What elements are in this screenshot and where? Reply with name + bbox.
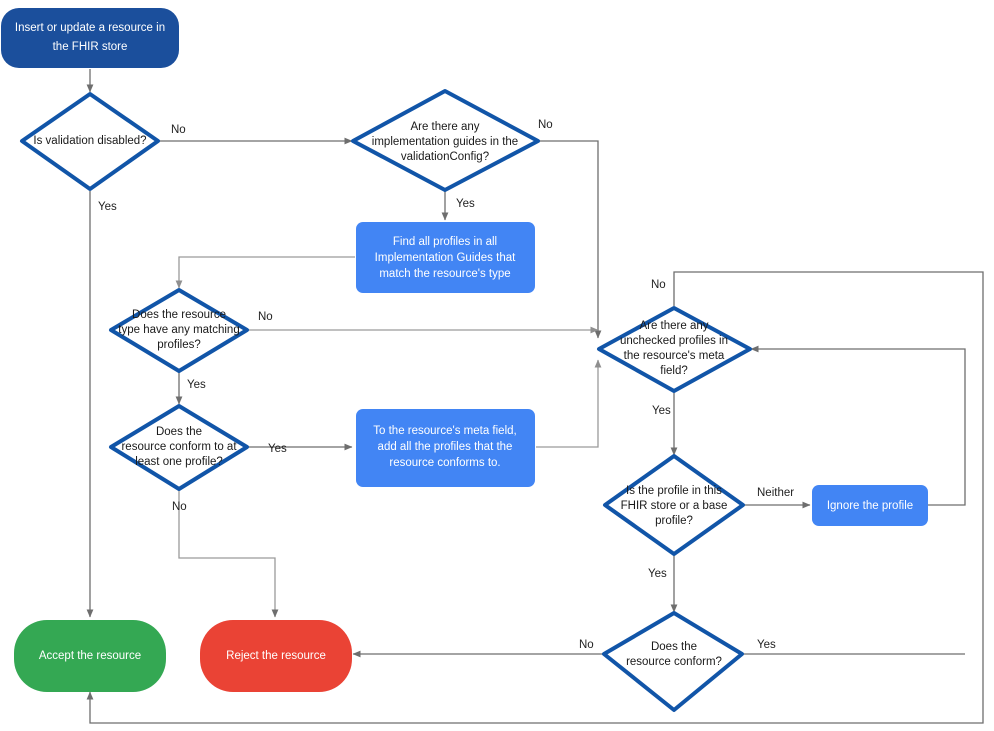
- edge-label-ig-yes: Yes: [456, 198, 475, 210]
- matching-profiles-label-line-1: Does the resource: [132, 309, 226, 321]
- accept-label: Accept the resource: [39, 650, 141, 662]
- conform-one-profile-label-line-2: resource conform to at: [121, 441, 237, 453]
- edge-label-conform-yes: Yes: [757, 639, 776, 651]
- node-find-profiles[interactable]: Find all profiles in all Implementation …: [356, 222, 535, 293]
- matching-profiles-label-line-2: type have any matching: [118, 324, 239, 336]
- accept-shape: [14, 620, 166, 692]
- unchecked-profiles-label-line-2: unchecked profiles in: [620, 335, 728, 347]
- matching-profiles-shape: [109, 288, 249, 373]
- node-matching-profiles[interactable]: Does the resource type have any matching…: [109, 288, 249, 373]
- node-conform-one-profile[interactable]: Does the resource conform to at least on…: [109, 404, 249, 491]
- matching-profiles-label-line-3: profiles?: [157, 339, 200, 351]
- node-implementation-guides[interactable]: Are there any implementation guides in t…: [351, 89, 540, 192]
- resource-conform-shape: [602, 611, 744, 712]
- unchecked-profiles-shape: [597, 306, 752, 393]
- profile-in-store-label-line-1: Is the profile in this: [626, 485, 722, 497]
- edge-label-validation-no: No: [171, 124, 186, 136]
- profile-in-store-label-line-3: profile?: [655, 515, 693, 527]
- profile-in-store-shape: [603, 454, 745, 556]
- node-start[interactable]: Insert or update a resource in the FHIR …: [1, 8, 179, 68]
- add-profiles-meta-label-line-1: To the resource's meta field,: [373, 425, 516, 437]
- edge-label-validation-yes: Yes: [98, 201, 117, 213]
- add-profiles-meta-label-line-3: resource conforms to.: [389, 457, 500, 469]
- find-profiles-label-line-2: Implementation Guides that: [375, 252, 516, 264]
- find-profiles-shape: [356, 222, 535, 293]
- start-label-line-1: Insert or update a resource in: [15, 22, 165, 34]
- node-ignore-profile[interactable]: Ignore the profile: [812, 485, 928, 526]
- node-unchecked-profiles[interactable]: Are there any unchecked profiles in the …: [597, 306, 752, 393]
- edge-label-conform-no: No: [579, 639, 594, 651]
- implementation-guides-shape: [351, 89, 540, 192]
- resource-conform-label-line-1: Does the: [651, 641, 697, 653]
- implementation-guides-label-line-2: implementation guides in the: [372, 136, 518, 148]
- resource-conform-label-line-2: resource conform?: [626, 656, 722, 668]
- edge-label-unchecked-yes: Yes: [652, 405, 671, 417]
- connector-conform-one-no: [178, 490, 279, 618]
- unchecked-profiles-label-line-4: field?: [660, 365, 688, 377]
- edge-label-ig-no: No: [538, 119, 553, 131]
- connector-add-meta-to-unchecked: [536, 359, 602, 448]
- add-profiles-meta-label-line-2: add all the profiles that the: [378, 441, 513, 453]
- edge-label-unchecked-no: No: [651, 279, 666, 291]
- connector-unchecked-no: [86, 271, 984, 724]
- node-resource-conform[interactable]: Does the resource conform?: [602, 611, 744, 712]
- edge-label-matching-yes: Yes: [187, 379, 206, 391]
- add-profiles-meta-shape: [356, 409, 535, 487]
- node-reject[interactable]: Reject the resource: [200, 620, 352, 692]
- profile-in-store-label-line-2: FHIR store or a base: [621, 500, 728, 512]
- reject-label: Reject the resource: [226, 650, 326, 662]
- node-is-validation-disabled[interactable]: Is validation disabled?: [20, 92, 160, 191]
- edge-label-profile-neither: Neither: [757, 487, 794, 499]
- implementation-guides-label-line-1: Are there any: [410, 121, 479, 133]
- connector-ignore-loop: [750, 345, 966, 506]
- node-add-profiles-meta[interactable]: To the resource's meta field, add all th…: [356, 409, 535, 487]
- unchecked-profiles-label-line-1: Are there any: [639, 320, 708, 332]
- node-accept[interactable]: Accept the resource: [14, 620, 166, 692]
- edge-label-profile-yes: Yes: [648, 568, 667, 580]
- conform-one-profile-shape: [109, 404, 249, 491]
- start-shape: [1, 8, 179, 68]
- reject-shape: [200, 620, 352, 692]
- node-profile-in-store[interactable]: Is the profile in this FHIR store or a b…: [603, 454, 745, 556]
- edge-label-conform-one-yes: Yes: [268, 443, 287, 455]
- implementation-guides-label-line-3: validationConfig?: [401, 151, 489, 163]
- ignore-profile-label: Ignore the profile: [827, 500, 913, 512]
- unchecked-profiles-label-line-3: the resource's meta: [624, 350, 725, 362]
- connector-ig-no: [539, 140, 602, 339]
- is-validation-disabled-shape: [20, 92, 160, 191]
- conform-one-profile-label-line-1: Does the: [156, 426, 202, 438]
- edge-label-matching-no: No: [258, 311, 273, 323]
- ignore-profile-shape: [812, 485, 928, 526]
- connector-find-to-matching: [175, 256, 355, 289]
- edge-label-conform-one-no: No: [172, 501, 187, 513]
- start-label-line-2: the FHIR store: [53, 41, 128, 53]
- find-profiles-label-line-1: Find all profiles in all: [393, 236, 497, 248]
- conform-one-profile-label-line-3: least one profile?: [135, 456, 223, 468]
- is-validation-disabled-label: Is validation disabled?: [33, 135, 146, 147]
- find-profiles-label-line-3: match the resource's type: [379, 268, 510, 280]
